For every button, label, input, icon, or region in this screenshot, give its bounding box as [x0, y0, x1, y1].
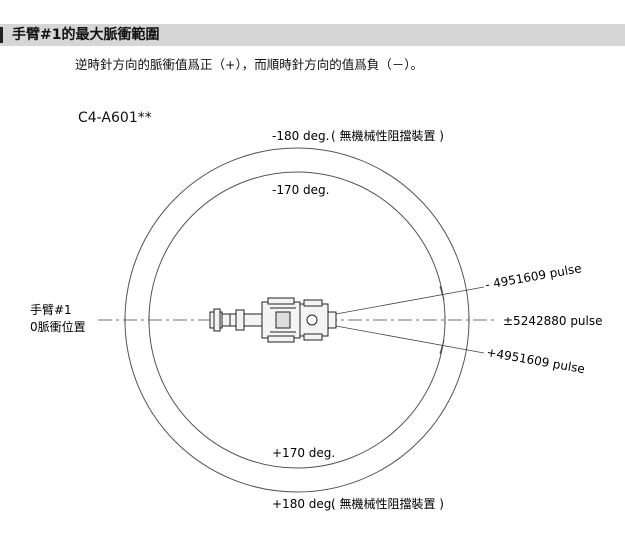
label-top-outer-note: ( 無機械性阻擋裝置 ): [331, 128, 444, 143]
section-header: 手臂#1的最大脈衝範圍: [0, 24, 625, 46]
limit-tick-negative: [439, 285, 445, 301]
label-top-inner: -170 deg.: [272, 183, 329, 197]
direction-description: 逆時針方向的脈衝值爲正（+），而順時針方向的值爲負（－）。: [75, 57, 423, 72]
label-pulse-negative: - 4951609 pulse: [484, 261, 583, 292]
label-top-outer: -180 deg.: [272, 129, 329, 143]
label-bottom-outer: +180 deg.: [272, 497, 335, 511]
limit-line-positive: [335, 325, 485, 354]
limit-tick-positive: [439, 339, 445, 355]
limit-line-negative: [335, 286, 485, 315]
label-pulse-max: ±5242880 pulse: [503, 314, 603, 328]
label-bottom-outer-note: ( 無機械性阻擋裝置 ): [331, 496, 444, 511]
model-label: C4-A601**: [78, 110, 152, 126]
section-marker: [0, 27, 3, 43]
label-pulse-positive: +4951609 pulse: [485, 345, 585, 376]
label-zero-pulse: 0脈衝位置: [30, 319, 86, 334]
label-arm-name: 手臂#1: [30, 303, 72, 317]
section-title: 手臂#1的最大脈衝範圍: [12, 27, 160, 43]
robot-arm-icon: [209, 297, 337, 343]
label-bottom-inner: +170 deg.: [272, 446, 335, 460]
